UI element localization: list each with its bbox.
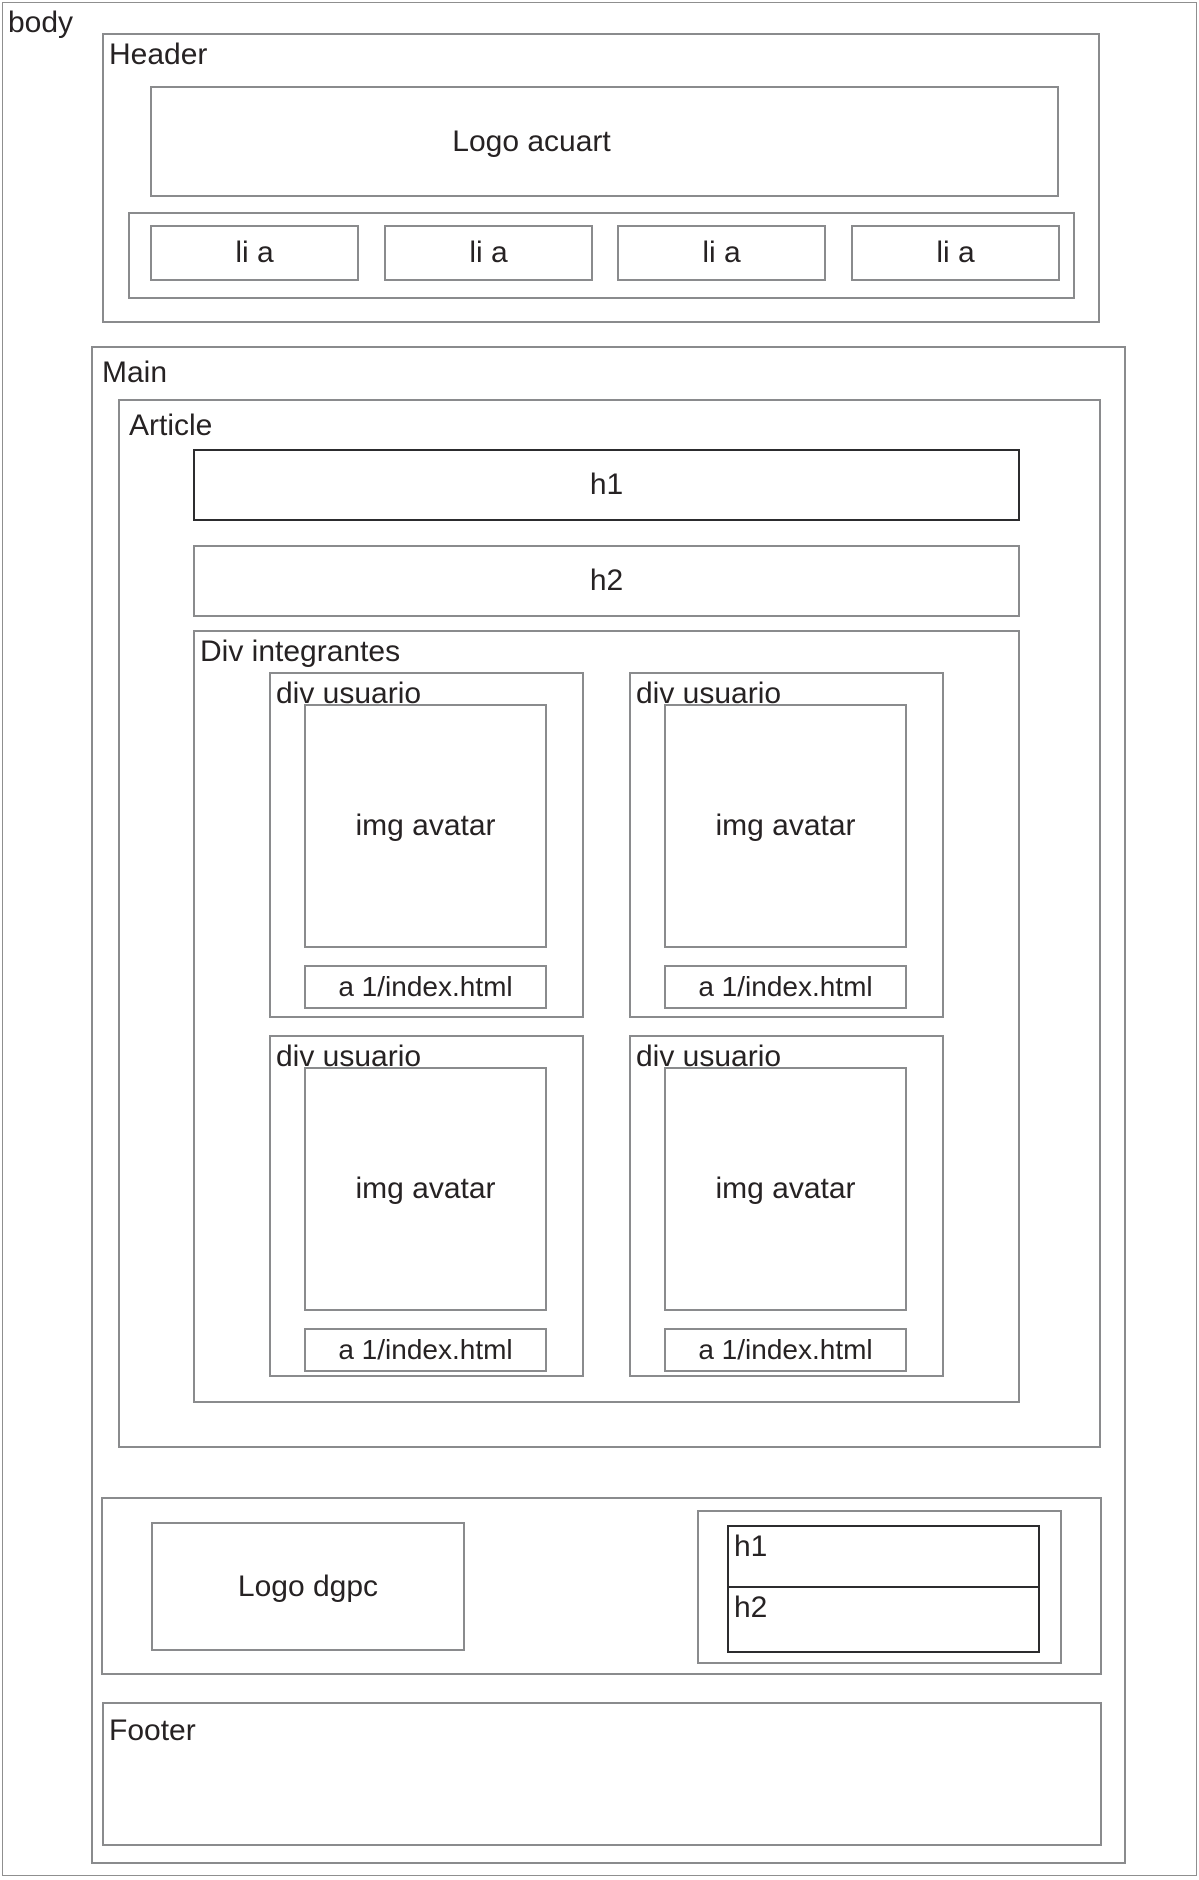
- user-link[interactable]: a 1/index.html: [304, 965, 547, 1009]
- user-link-label: a 1/index.html: [698, 971, 873, 1002]
- main-block: Main Article h1 h2 Div integrantes div u…: [91, 346, 1126, 1864]
- avatar-image-block: img avatar: [304, 704, 547, 948]
- main-label: Main: [102, 356, 168, 389]
- user-link[interactable]: a 1/index.html: [664, 1328, 907, 1372]
- user-link[interactable]: a 1/index.html: [304, 1328, 547, 1372]
- bottom-h2-label: h2: [734, 1591, 768, 1624]
- bottom-h2-block: h2: [727, 1586, 1040, 1653]
- nav-item-label: li a: [235, 236, 274, 269]
- nav-item-label: li a: [936, 236, 975, 269]
- dgpc-logo-label: Logo dgpc: [237, 1569, 379, 1603]
- nav-item-link[interactable]: li a: [150, 225, 359, 281]
- header-label: Header: [109, 38, 208, 71]
- integrantes-block: Div integrantes div usuario img avatar a…: [193, 630, 1020, 1403]
- avatar-label: img avatar: [715, 1172, 856, 1205]
- header-block: Header Logo acuart li a li a li a li a: [102, 33, 1100, 323]
- integrantes-label: Div integrantes: [200, 635, 401, 668]
- nav-item-link[interactable]: li a: [617, 225, 826, 281]
- avatar-image-block: img avatar: [304, 1067, 547, 1311]
- nav-item-label: li a: [702, 236, 741, 269]
- user-link-label: a 1/index.html: [338, 971, 513, 1002]
- user-link[interactable]: a 1/index.html: [664, 965, 907, 1009]
- article-h2-block: h2: [193, 545, 1020, 617]
- header-logo-label: Logo acuart: [452, 124, 611, 158]
- user-link-label: a 1/index.html: [698, 1334, 873, 1365]
- nav-item-link[interactable]: li a: [851, 225, 1060, 281]
- article-label: Article: [129, 409, 213, 442]
- user-card: div usuario img avatar a 1/index.html: [629, 672, 944, 1018]
- headings-group-block: h1 h2: [697, 1510, 1062, 1664]
- user-card: div usuario img avatar a 1/index.html: [629, 1035, 944, 1377]
- avatar-label: img avatar: [355, 1172, 496, 1205]
- dgpc-logo: Logo dgpc: [151, 1522, 465, 1651]
- avatar-image-block: img avatar: [664, 1067, 907, 1311]
- avatar-label: img avatar: [715, 809, 856, 842]
- article-h1-block: h1: [193, 449, 1020, 521]
- article-block: Article h1 h2 Div integrantes div usuari…: [118, 399, 1101, 1448]
- header-logo: Logo acuart: [150, 86, 1059, 197]
- sublogo-section-block: Logo dgpc h1 h2: [101, 1497, 1102, 1675]
- avatar-label: img avatar: [355, 809, 496, 842]
- user-link-label: a 1/index.html: [338, 1334, 513, 1365]
- avatar-image-block: img avatar: [664, 704, 907, 948]
- article-h2-label: h2: [589, 564, 624, 597]
- body-label: body: [8, 6, 74, 39]
- nav-item-link[interactable]: li a: [384, 225, 593, 281]
- bottom-h1-block: h1: [727, 1525, 1040, 1588]
- nav-list-block: li a li a li a li a: [128, 212, 1075, 299]
- bottom-h1-label: h1: [734, 1530, 768, 1563]
- footer-block: Footer: [102, 1702, 1102, 1846]
- nav-item-label: li a: [469, 236, 508, 269]
- user-card: div usuario img avatar a 1/index.html: [269, 1035, 584, 1377]
- footer-label: Footer: [109, 1714, 196, 1747]
- user-card: div usuario img avatar a 1/index.html: [269, 672, 584, 1018]
- article-h1-label: h1: [589, 468, 624, 501]
